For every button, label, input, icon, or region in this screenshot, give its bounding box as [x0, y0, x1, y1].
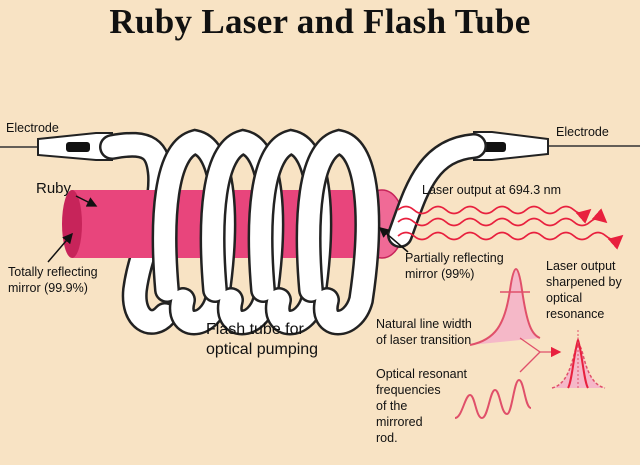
ruby-label: Ruby — [36, 180, 72, 197]
laser-output-wavelength-label: Laser output at 694.3 nm — [422, 183, 561, 197]
resonant-frequencies-curve — [454, 378, 532, 420]
pointer-partially-reflecting — [378, 227, 409, 253]
natural-line-width-label-line1: Natural line width — [376, 317, 472, 331]
totally-reflecting-label-line2: mirror (99.9%) — [8, 281, 88, 295]
electrode-left — [37, 132, 113, 161]
electrode-right — [473, 131, 549, 161]
optical-resonant-label-line4: mirrored — [376, 415, 423, 429]
flash-tube-label-line1: Flash tube for — [206, 321, 304, 338]
optical-resonant-label-line3: of the — [376, 399, 408, 413]
combine-lines — [519, 337, 562, 373]
laser-output-sharpened-label-line3: optical — [546, 291, 583, 305]
totally-reflecting-label-line1: Totally reflecting — [8, 265, 98, 279]
sharpened-output-curve — [551, 330, 606, 390]
laser-output-sharpened-label-line2: sharpened by — [546, 275, 622, 289]
laser-output-sharpened-label-line1: Laser output — [546, 259, 616, 273]
flash-tube-coil-4 — [298, 131, 378, 333]
optical-resonant-label-line1: Optical resonant — [376, 367, 468, 381]
flash-tube-right-lead — [387, 133, 487, 248]
flash-tube-coils — [151, 128, 381, 336]
laser-output-sharpened-label-line4: resonance — [546, 307, 605, 321]
partially-reflecting-label-line2: mirror (99%) — [405, 267, 475, 281]
pointer-ruby — [75, 195, 98, 207]
electrode-left-label: Electrode — [6, 121, 59, 135]
flash-tube-label-line2: optical pumping — [206, 341, 319, 358]
pointer-totally-reflecting — [47, 232, 73, 263]
partially-reflecting-label-line1: Partially reflecting — [405, 251, 504, 265]
electrode-right-label: Electrode — [556, 125, 609, 139]
natural-line-width-label-line2: of laser transition — [376, 333, 472, 347]
optical-resonant-label-line5: rod. — [376, 431, 398, 445]
natural-line-width-curve — [469, 268, 541, 346]
optical-resonant-label-line2: frequencies — [376, 383, 441, 397]
laser-output-waves — [397, 205, 624, 250]
diagram-title: Ruby Laser and Flash Tube — [109, 2, 531, 41]
